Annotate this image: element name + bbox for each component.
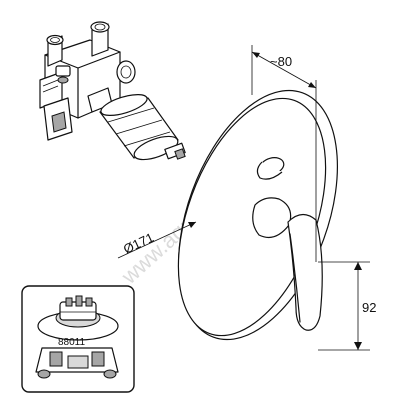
diverter-knob <box>256 157 285 180</box>
lever-handle <box>252 197 323 331</box>
depth-label: ~80 <box>270 54 292 69</box>
handle-height-label: 92 <box>362 300 376 315</box>
inset-part-number: 88011 <box>58 337 86 348</box>
dimension-handle-height: 92 <box>318 261 376 351</box>
inset-box: 88011 <box>21 285 135 393</box>
diverter-cartridge <box>99 94 186 161</box>
dimension-depth: ~80 <box>251 45 317 262</box>
